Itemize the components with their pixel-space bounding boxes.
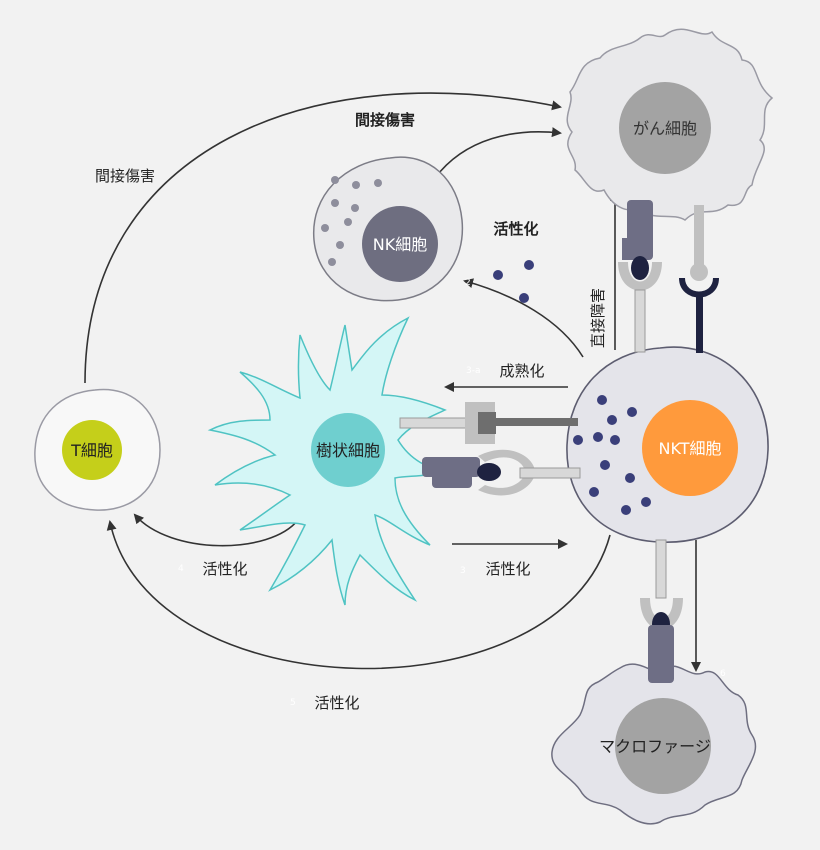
arrow-t-to-cancer bbox=[84, 92, 562, 384]
nkt-cell: NKT細胞 bbox=[566, 346, 769, 543]
arrow-bottom-arc bbox=[106, 520, 611, 670]
nk-granules bbox=[321, 176, 382, 266]
arrow-dendritic-to-t bbox=[133, 513, 299, 547]
label-indirect-left: 間接傷害 bbox=[95, 167, 155, 185]
arrow-nk-to-cancer bbox=[434, 127, 562, 179]
macrophage-cell-label: マクロファージ bbox=[599, 737, 711, 756]
step-5: 5 bbox=[290, 698, 296, 708]
arrow-nkt-to-nk bbox=[463, 278, 584, 358]
label-activate-bottom: 活性化 bbox=[314, 694, 359, 712]
dendritic-cell: 樹状細胞 bbox=[207, 316, 447, 606]
nk-cell: NK細胞 bbox=[313, 156, 464, 302]
dendritic-nucleus bbox=[311, 413, 385, 487]
t-cell-label: T細胞 bbox=[70, 441, 113, 460]
macrophage-nucleus bbox=[615, 698, 711, 794]
arrows bbox=[84, 92, 701, 672]
step-6: 6 bbox=[720, 669, 726, 679]
receptor-cancer-nkt-2 bbox=[679, 205, 719, 353]
receptor-nkt-macrophage bbox=[640, 539, 683, 683]
receptor-cancer-nkt-1 bbox=[618, 200, 662, 353]
label-activate-nk: 活性化 bbox=[493, 220, 538, 238]
cytokine-dots bbox=[493, 260, 534, 303]
receptor-dendritic-nkt-2 bbox=[422, 449, 581, 496]
label-activate-t: 活性化 bbox=[202, 560, 247, 578]
nkt-nucleus bbox=[642, 400, 738, 496]
nk-cell-label: NK細胞 bbox=[373, 235, 427, 254]
macrophage-cell: マクロファージ bbox=[551, 663, 757, 825]
dendritic-cell-label: 樹状細胞 bbox=[316, 441, 380, 460]
nk-nucleus bbox=[362, 206, 438, 282]
label-mature: 成熟化 bbox=[499, 362, 544, 380]
step-2: 2 bbox=[465, 278, 471, 288]
cancer-nucleus bbox=[619, 82, 711, 174]
t-cell: T細胞 bbox=[34, 388, 161, 511]
receptor-dendritic-nkt-1 bbox=[399, 402, 578, 444]
cancer-cell: がん細胞 bbox=[566, 28, 774, 221]
labels: 間接傷害 間接傷害 活性化 直接障害 成熟化 活性化 活性化 活性化 1 2 3… bbox=[95, 111, 726, 712]
step-3a: 3-a bbox=[466, 366, 481, 376]
cancer-cell-label: がん細胞 bbox=[633, 119, 697, 138]
label-activate-nkt: 活性化 bbox=[485, 560, 530, 578]
step-1: 1 bbox=[596, 336, 602, 346]
label-direct: 直接障害 bbox=[589, 288, 607, 348]
label-indirect-top: 間接傷害 bbox=[355, 111, 415, 129]
nkt-granules bbox=[573, 395, 651, 515]
step-4: 4 bbox=[178, 564, 184, 574]
t-nucleus bbox=[62, 420, 122, 480]
step-3: 3 bbox=[460, 566, 466, 576]
nkt-cell-label: NKT細胞 bbox=[659, 439, 722, 458]
